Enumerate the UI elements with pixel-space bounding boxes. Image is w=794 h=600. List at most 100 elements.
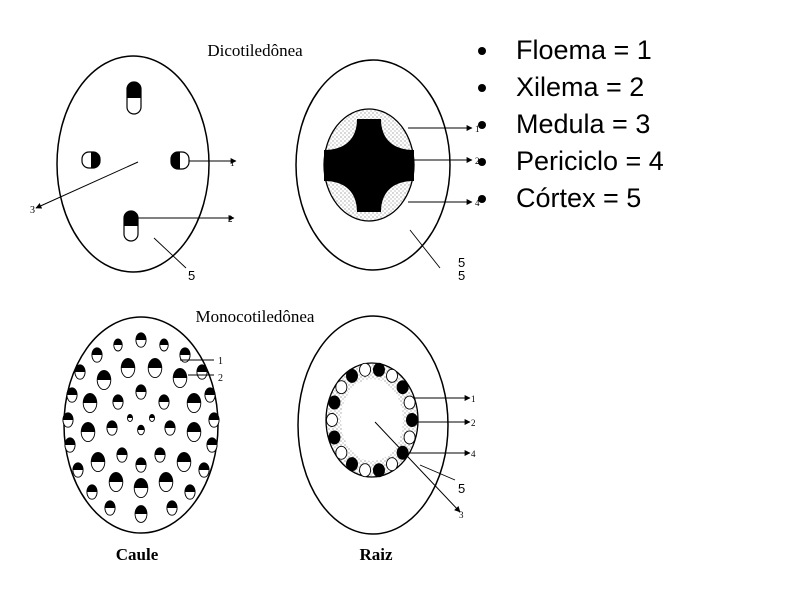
vascular-bundle	[164, 420, 176, 436]
pith-pointer	[35, 161, 139, 209]
xylem-bundle	[372, 463, 385, 478]
vascular-bundle	[72, 462, 84, 478]
xylem-bundle	[396, 445, 409, 460]
vascular-bundle	[154, 447, 166, 463]
label-cortex: 5	[458, 481, 465, 496]
stem-caption: Caule	[116, 545, 159, 564]
root-caption: Raiz	[359, 545, 393, 564]
phloem-bundle	[359, 362, 372, 377]
vascular-bundle	[204, 387, 216, 403]
xylem-bundle	[328, 430, 341, 445]
legend: Floema = 1 Xilema = 2 Medula = 3 Pericic…	[478, 32, 664, 217]
vascular-bundle	[108, 471, 124, 493]
xylem-bundle	[372, 362, 385, 377]
label-xylem: 2	[228, 214, 233, 224]
vascular-bundle	[82, 392, 98, 414]
vascular-bundle	[148, 413, 155, 423]
monocot-title: Monocotiledônea	[196, 307, 315, 326]
radial-vascular-bundles	[326, 362, 418, 478]
vascular-bundle	[62, 412, 74, 428]
label-cortex: 5	[188, 268, 195, 283]
vascular-bundle	[196, 364, 208, 380]
vascular-bundle	[91, 347, 103, 363]
vascular-bundle	[126, 413, 133, 423]
vascular-bundle	[158, 394, 170, 410]
vascular-bundle	[186, 421, 202, 443]
label-xylem: 2	[475, 156, 480, 166]
phloem-bundle	[359, 463, 372, 478]
phloem-bundle	[335, 445, 348, 460]
vascular-bundle	[135, 332, 147, 348]
vascular-bundle	[112, 394, 124, 410]
vascular-bundle	[147, 357, 163, 379]
dicot-root-section: 1 2 4 5 5	[295, 59, 480, 283]
vascular-bundle	[184, 484, 196, 500]
vascular-bundle	[135, 457, 147, 473]
monocot-stem-section: 1 2	[62, 316, 223, 534]
phloem-bundle	[403, 395, 416, 410]
xylem-cross	[324, 119, 414, 212]
pith-pointer	[374, 421, 461, 513]
phloem-bundle	[386, 368, 398, 383]
vascular-bundle	[134, 505, 148, 523]
label-pith: 3	[30, 205, 35, 216]
vascular-bundle	[158, 471, 174, 493]
vascular-bundle	[81, 151, 101, 169]
vascular-bundle	[86, 484, 98, 500]
label-xylem: 2	[218, 373, 223, 384]
bullet-icon	[478, 47, 486, 55]
vascular-bundle	[166, 500, 178, 516]
vascular-bundle	[137, 424, 145, 436]
xylem-bundle	[396, 380, 409, 395]
vascular-bundle	[206, 437, 218, 453]
xylem-bundle	[406, 413, 418, 427]
bullet-icon	[478, 195, 486, 203]
phloem-bundle	[386, 457, 398, 472]
vascular-bundle	[172, 367, 188, 389]
vascular-bundle	[64, 437, 76, 453]
vascular-bundle	[74, 364, 86, 380]
xylem-bundle	[346, 368, 358, 383]
label-phloem: 1	[218, 356, 223, 367]
vascular-bundle	[170, 151, 190, 170]
vascular-bundle	[116, 447, 128, 463]
legend-item: Medula = 3	[478, 106, 664, 143]
label-phloem: 1	[230, 158, 235, 168]
label-pericycle: 4	[471, 449, 476, 459]
pith	[341, 379, 403, 461]
vascular-bundle	[113, 338, 123, 352]
label-phloem: 1	[471, 394, 476, 404]
vascular-bundle	[176, 451, 192, 473]
bullet-icon	[478, 121, 486, 129]
xylem-bundle	[328, 395, 341, 410]
phloem-bundle	[403, 430, 416, 445]
vascular-bundle	[179, 347, 191, 363]
dicot-stem-section: 1 2 3 5	[30, 55, 237, 283]
vascular-bundle	[80, 421, 96, 443]
vascular-bundle	[104, 500, 116, 516]
label-pericycle: 4	[475, 198, 480, 208]
monocot-root-section: 1 2 4 3 5	[297, 315, 476, 535]
label-pith: 3	[459, 510, 464, 520]
phloem-bundle	[326, 413, 338, 427]
dicot-title: Dicotiledônea	[207, 41, 303, 60]
cortex-pointer	[419, 464, 456, 481]
legend-item: Periciclo = 4	[478, 143, 664, 180]
vascular-bundle	[198, 462, 210, 478]
label-cortex: 5	[458, 268, 465, 283]
vascular-bundle	[133, 477, 149, 499]
legend-item: Xilema = 2	[478, 69, 664, 106]
vascular-bundle	[106, 420, 118, 436]
legend-item: Floema = 1	[478, 32, 664, 69]
phloem-bundle	[335, 380, 348, 395]
vascular-bundle	[126, 81, 142, 115]
vascular-bundle	[135, 384, 147, 400]
label-cortex: 5	[458, 255, 465, 270]
label-phloem: 1	[475, 124, 480, 134]
cortex-pointer	[153, 237, 187, 269]
vascular-bundle	[123, 210, 139, 242]
cortex-pointer	[409, 229, 441, 269]
vascular-bundle	[66, 387, 78, 403]
